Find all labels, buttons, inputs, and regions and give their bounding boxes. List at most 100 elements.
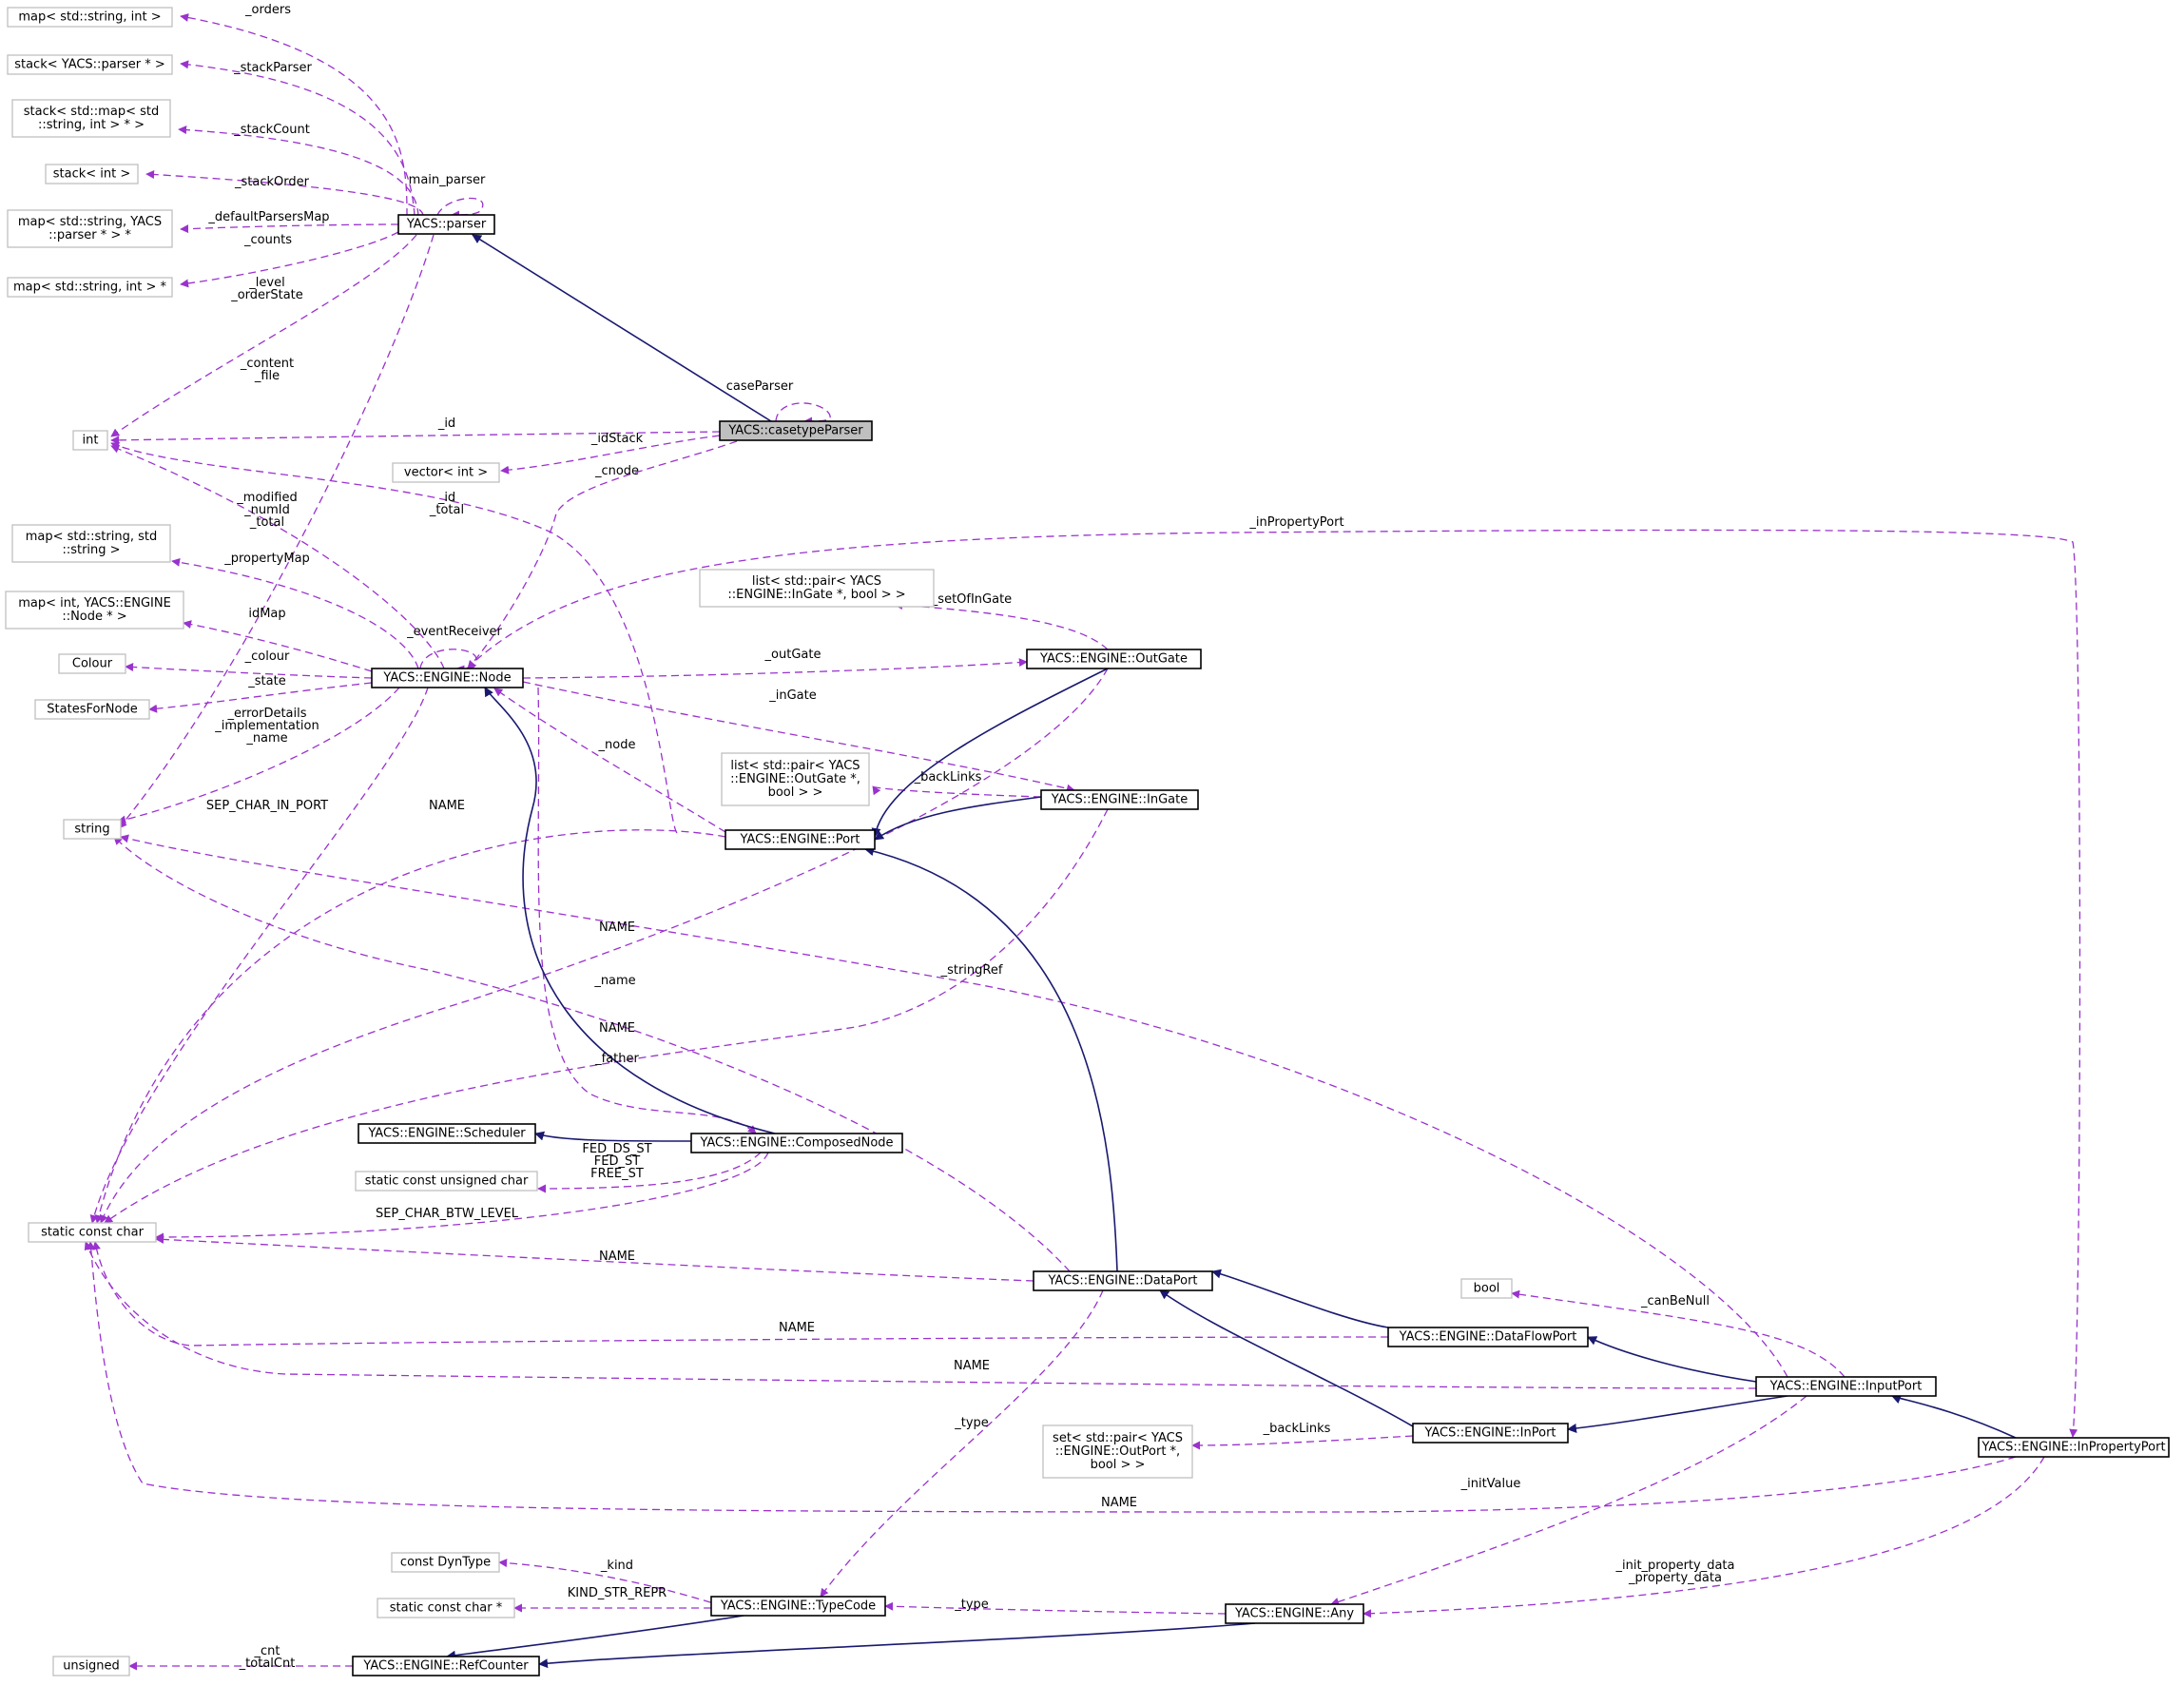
edge-label-inGate: _inGate [768,688,817,703]
usage-edge [155,1152,769,1242]
edge-label-fed: FED_DS_ST [582,1142,651,1156]
class-node-label: YACS::ENGINE::RefCounter [362,1659,529,1674]
class-node-label: YACS::ENGINE::InPort [1423,1426,1556,1441]
class-node-box [1042,1424,1193,1479]
class-node-label: int [83,434,99,448]
inheritance-edge [871,668,1109,838]
class-node-box [699,569,935,608]
class-node-label: stack< YACS::parser * > [14,58,165,72]
class-node-outgate[interactable]: YACS::ENGINE::OutGate [1026,649,1202,669]
usage-edge [1330,1395,1807,1606]
class-node-label: bool [1474,1282,1500,1296]
edge-label-cnode: _cnode [594,464,639,478]
usage-edge [155,1234,1034,1282]
usage-edge [180,223,399,234]
class-node-in-port[interactable]: YACS::ENGINE::InPort [1412,1423,1569,1444]
class-node-box [352,1656,540,1676]
edge-label-property-data: _property_data [1628,1571,1722,1585]
class-node-box [1040,789,1199,810]
class-node-map-int-node: map< int, YACS::ENGINE::Node * > [5,591,184,630]
class-node-stack-int: stack< int > [45,164,139,184]
usage-edge [183,620,373,672]
class-node-label: bool > > [768,785,823,800]
inheritance-edge [446,1615,744,1660]
edge-label-kind-str-repr: KIND_STR_REPR [568,1586,667,1600]
class-node-box [45,164,139,184]
usage-edge [110,234,417,437]
class-node-label: stack< std::map< std [24,105,159,119]
class-node-box [52,1656,130,1676]
edge-label-node: _node [598,738,636,752]
class-node-port[interactable]: YACS::ENGINE::Port [725,829,876,850]
edge-label-setOfInGate: _setOfInGate [931,592,1012,607]
usage-edge [89,687,429,1224]
usage-edge [110,441,678,834]
edge-label-idMap: idMap [248,607,285,621]
usage-edge [180,231,399,288]
edge-label-stackParser: _stackParser [233,61,312,75]
usage-edge [493,688,726,833]
edge-label-fed: FREE_ST [590,1167,644,1181]
class-node-box [1412,1423,1569,1444]
class-node-label: YACS::ENGINE::Any [1234,1607,1354,1621]
class-node-vector-int: vector< int > [392,462,500,483]
class-node-input-port[interactable]: YACS::ENGINE::InputPort [1755,1376,1937,1397]
class-node-box [392,462,500,483]
class-node-box [377,1598,515,1618]
class-node-label: YACS::ENGINE::TypeCode [720,1599,876,1614]
class-node-casetype-parser[interactable]: YACS::casetypeParser [719,420,873,441]
class-node-parser[interactable]: YACS::parser [397,214,495,235]
usage-edge [148,682,373,713]
edge-label-orders: _orders [244,3,291,17]
class-node-label: ::parser * > * [48,228,131,242]
inheritance-edge [534,1131,692,1142]
edge-label-sep-char-in-port: SEP_CHAR_IN_PORT [206,799,328,813]
class-node-list-outgate: list< std::pair< YACS::ENGINE::OutGate *… [721,752,870,806]
class-node-label: YACS::ENGINE::ComposedNode [699,1136,893,1151]
edge-label-level-orderState: _orderState [230,288,303,302]
class-node-ingate[interactable]: YACS::ENGINE::InGate [1040,789,1199,810]
class-node-label: static const char * [390,1601,503,1616]
edge-label-name-dataport-string: _name [593,974,635,988]
edge-label-name-inpropertyport: NAME [1101,1496,1137,1510]
class-node-composed-node[interactable]: YACS::ENGINE::ComposedNode [690,1133,903,1153]
class-node-box [72,430,108,451]
class-node-label: map< std::string, std [26,530,158,544]
class-node-box [710,1596,886,1617]
class-node-type-code[interactable]: YACS::ENGINE::TypeCode [710,1596,886,1617]
class-node-unsigned: unsigned [52,1656,130,1676]
edge-label-eventReceiver: _eventReceiver [406,625,502,639]
class-node-data-port[interactable]: YACS::ENGINE::DataPort [1033,1270,1213,1291]
class-node-node[interactable]: YACS::ENGINE::Node [371,668,524,688]
class-node-static-const-char: static const char [28,1222,157,1243]
class-node-box [358,1123,536,1144]
inheritance-edge [864,846,1118,1272]
class-node-scheduler[interactable]: YACS::ENGINE::Scheduler [358,1123,536,1144]
inheritance-edge [1567,1395,1788,1433]
usage-edge [522,658,1028,679]
edge-label-caseParser: caseParser [726,379,794,394]
edge-label-father: _father [594,1052,639,1066]
class-node-string: string [63,819,122,840]
edge-label-name-ingate: NAME [599,1021,635,1036]
edge-label-outGate: _outGate [764,648,821,662]
edge-label-id: _id [437,417,455,431]
class-node-label: YACS::casetypeParser [727,424,863,438]
edge-label-cnt-totalCnt: _totalCnt [239,1657,296,1671]
edge-label-errorDetails: _name [245,731,287,746]
class-node-box [719,420,873,441]
inheritance-edge [1891,1394,2017,1439]
usage-edge [84,1241,1757,1389]
class-node-any[interactable]: YACS::ENGINE::Any [1225,1603,1364,1624]
usage-edge [104,808,1109,1224]
class-node-in-property-port[interactable]: YACS::ENGINE::InPropertyPort [1978,1437,2170,1458]
class-node-label: YACS::parser [406,218,487,232]
usage-edge [1363,1456,2045,1618]
class-node-data-flow-port[interactable]: YACS::ENGINE::DataFlowPort [1387,1327,1589,1347]
class-node-ref-counter[interactable]: YACS::ENGINE::RefCounter [352,1656,540,1676]
class-node-label: ::ENGINE::InGate *, bool > > [727,588,905,602]
class-node-box [1460,1278,1513,1299]
class-node-label: ::ENGINE::OutGate *, [730,772,860,786]
class-node-box [7,7,173,28]
